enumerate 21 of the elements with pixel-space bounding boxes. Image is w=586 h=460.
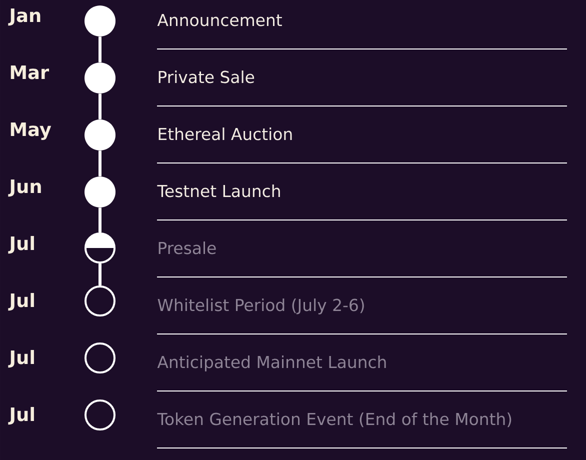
timeline-line	[98, 208, 102, 232]
event-label: Private Sale	[158, 70, 254, 84]
timeline-line	[98, 94, 102, 120]
month-label: Jun	[8, 180, 41, 197]
event-label: Ethereal Auction	[158, 128, 292, 140]
month-label: Jan	[8, 8, 40, 26]
event-label: Anticipated Mainnet Launch	[157, 356, 386, 372]
month-label: Jul	[8, 350, 34, 368]
event-label: Whitelist Period (July 2-6)	[158, 298, 364, 314]
timeline-line	[98, 36, 102, 62]
month-label: May	[10, 122, 52, 140]
timeline-line	[98, 150, 102, 176]
month-label: Mar	[10, 66, 50, 80]
month-label: Jul	[8, 406, 34, 425]
event-label: Token Generation Event (End of the Month)	[157, 412, 512, 428]
event-label: Announcement	[157, 14, 282, 26]
event-label: Testnet Launch	[157, 184, 280, 198]
event-label: Presale	[158, 242, 216, 254]
timeline-line	[98, 264, 102, 286]
month-label: Jul	[8, 236, 34, 254]
month-label: Jul	[8, 292, 34, 311]
